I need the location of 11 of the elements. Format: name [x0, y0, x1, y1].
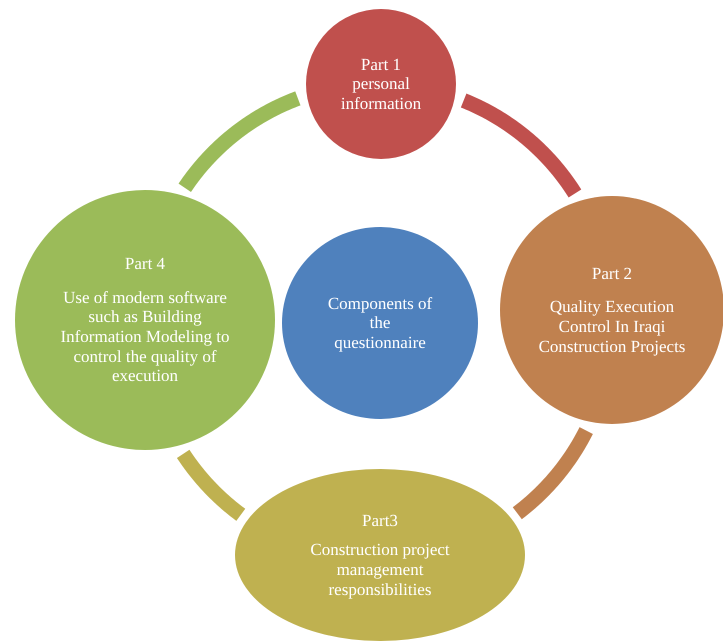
node-heading: Part 4 [124, 254, 166, 274]
node-text: Construction project management responsibilities [309, 540, 451, 600]
node-heading: Part 1 [360, 54, 402, 74]
node-text: personal information [340, 74, 422, 114]
node-text: Use of modern software such as Building Information Modeling to control the quality of execution [59, 288, 231, 386]
ring-arc-connector [176, 448, 247, 522]
node-text: Quality Execution Control In Iraqi Construction Projects [538, 297, 686, 356]
node-text: Components of the questionnaire [327, 294, 433, 352]
node-heading: Part 2 [592, 264, 632, 284]
node-heading: Part3 [362, 510, 398, 530]
ring-arc-connector [511, 424, 593, 520]
